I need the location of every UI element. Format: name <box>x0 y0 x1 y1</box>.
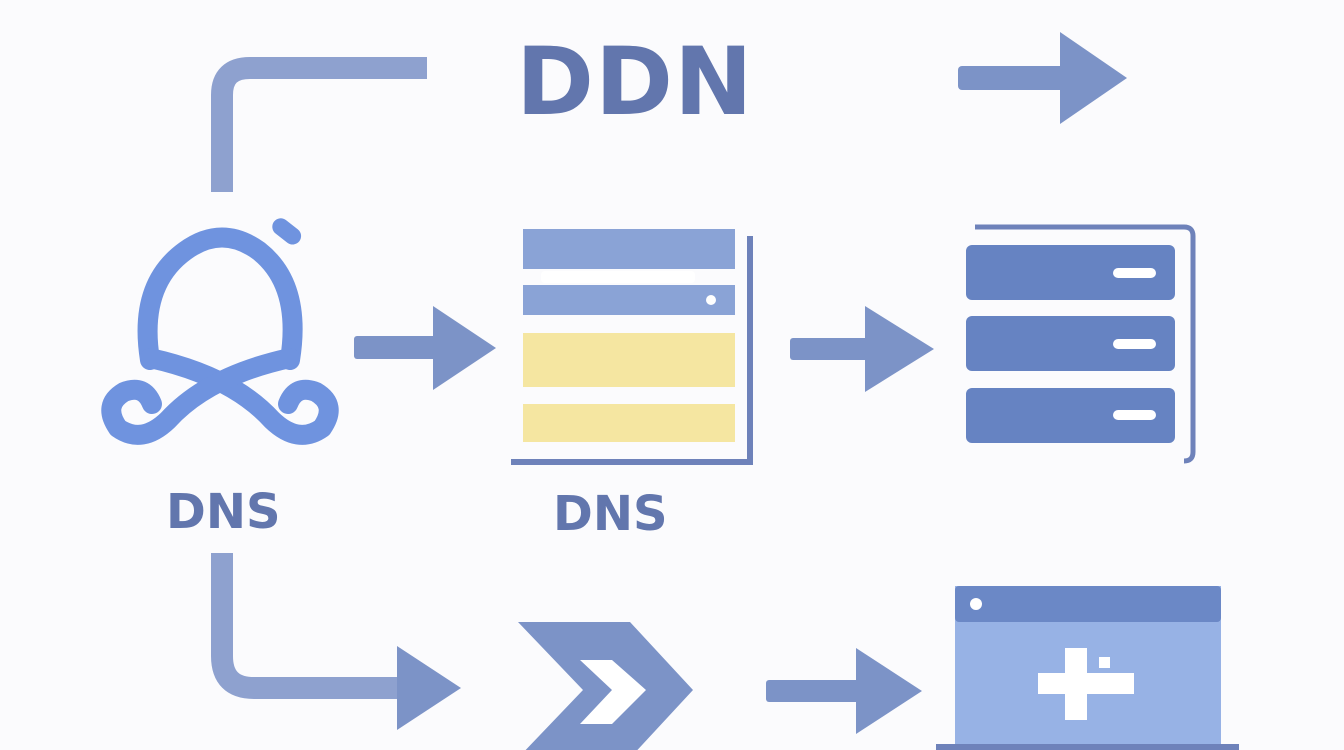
arrow-head <box>865 306 934 392</box>
user-node-icon <box>101 218 339 445</box>
top-title-label: DDN <box>516 28 754 137</box>
dns-server-panel-icon <box>511 229 753 465</box>
server-unit <box>966 245 1175 300</box>
chevron-inner <box>580 660 646 724</box>
browser-dot-icon <box>970 598 982 610</box>
client-to-resolver-arrow <box>354 306 496 390</box>
browser-window-icon <box>936 586 1239 750</box>
bottom-elbow-connector <box>211 553 404 699</box>
server-unit-led <box>1113 410 1156 420</box>
chevron-outer <box>518 622 693 750</box>
bottom-elbow-arrow <box>211 553 461 730</box>
panel-yellow-bar <box>523 333 735 387</box>
arrow-head <box>433 306 496 390</box>
server-unit <box>966 388 1175 443</box>
top-right-arrow <box>958 32 1127 124</box>
client-label: DNS <box>166 484 281 540</box>
server-unit-led <box>1113 339 1156 349</box>
arrow-shaft <box>790 338 880 360</box>
user-node-outline <box>137 227 303 370</box>
resolver-label: DNS <box>553 486 668 542</box>
server-unit <box>966 316 1175 371</box>
user-node-mark <box>272 218 302 245</box>
panel-second-bar <box>523 285 735 315</box>
panel-top-bar <box>523 229 735 269</box>
arrow-shaft <box>354 336 449 359</box>
double-chevron-icon <box>518 622 693 750</box>
user-node-loop-left <box>101 348 300 445</box>
panel-frame <box>511 236 753 465</box>
panel-top-slot <box>541 271 695 283</box>
panel-yellow-bar-bottom <box>523 404 735 442</box>
browser-title-bar <box>955 586 1221 622</box>
arrow-shaft <box>958 66 1070 90</box>
arrow-shaft <box>766 680 864 702</box>
browser-base <box>936 744 1239 750</box>
arrow-head <box>856 648 922 734</box>
server-unit-led <box>1113 268 1156 278</box>
top-elbow-connector <box>211 57 427 192</box>
plus-icon-notch <box>1099 657 1110 668</box>
edge-to-browser-arrow <box>766 648 922 734</box>
resolver-to-origin-arrow <box>790 306 934 392</box>
server-rack-icon <box>966 224 1196 464</box>
rack-frame <box>975 224 1196 464</box>
panel-indicator-dot <box>706 295 716 305</box>
arrow-head <box>397 646 461 730</box>
arrow-head <box>1060 32 1127 124</box>
plus-icon-horizontal <box>1038 673 1134 694</box>
